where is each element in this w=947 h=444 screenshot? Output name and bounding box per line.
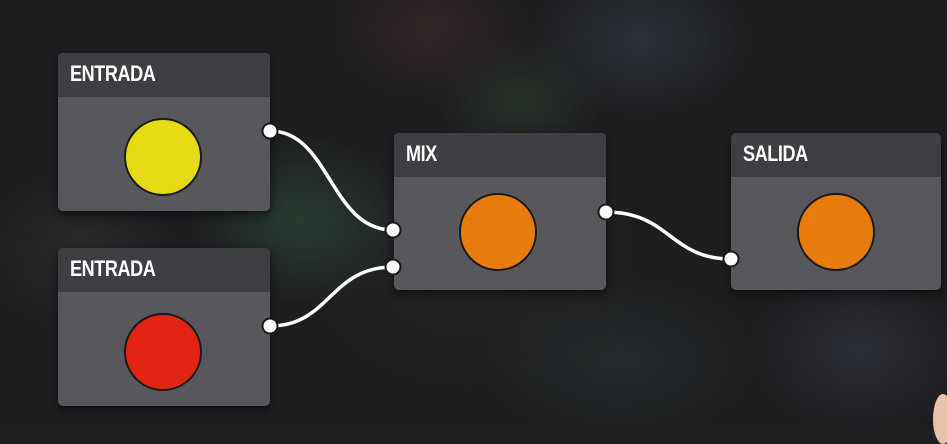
node-header[interactable]: MIX (394, 133, 606, 177)
node-salida[interactable]: SALIDA (731, 133, 941, 290)
wire-entrada1-to-mix (268, 129, 395, 232)
node-header[interactable]: SALIDA (731, 133, 941, 177)
input-port-mix-1[interactable] (384, 221, 402, 239)
node-header[interactable]: ENTRADA (58, 248, 270, 292)
node-header[interactable]: ENTRADA (58, 53, 270, 97)
cursor-hand-edge (933, 394, 947, 444)
input-port-salida[interactable] (722, 250, 740, 268)
output-port-mix[interactable] (597, 203, 615, 221)
output-port-entrada1[interactable] (261, 122, 279, 140)
node-entrada-2[interactable]: ENTRADA (58, 248, 270, 406)
orange-indicator-circle (459, 193, 537, 271)
wire-mix-to-salida (604, 210, 733, 261)
output-port-entrada2[interactable] (261, 317, 279, 335)
node-title: ENTRADA (70, 61, 156, 86)
wire-entrada2-to-mix (268, 265, 395, 328)
orange-indicator-circle (797, 193, 875, 271)
red-indicator-circle (124, 313, 202, 391)
node-title: MIX (406, 141, 437, 166)
node-mix[interactable]: MIX (394, 133, 606, 290)
input-port-mix-2[interactable] (384, 258, 402, 276)
yellow-indicator-circle (124, 118, 202, 196)
node-entrada-1[interactable]: ENTRADA (58, 53, 270, 211)
node-title: ENTRADA (70, 256, 156, 281)
connection-wires (261, 122, 740, 335)
node-title: SALIDA (743, 141, 808, 166)
